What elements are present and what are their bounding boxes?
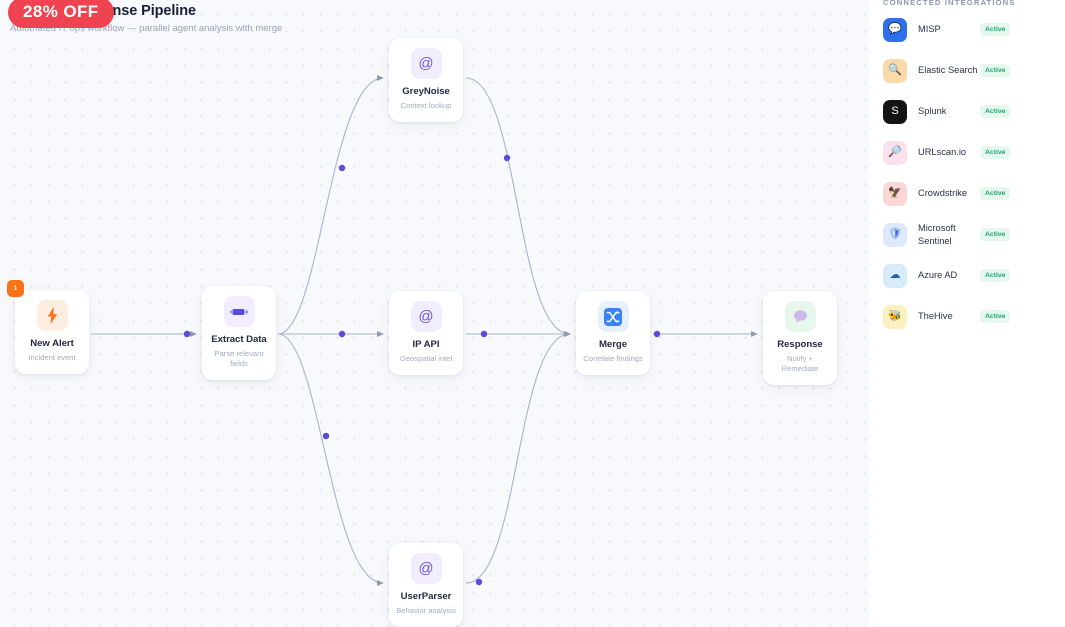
edge-userparser-merge	[465, 330, 571, 584]
status-badge: Active	[980, 146, 1011, 159]
integration-row[interactable]: ☁ Azure AD Active	[881, 255, 1053, 296]
edge-progress-dots	[183, 154, 661, 586]
at-sign-glyph: @	[418, 55, 434, 72]
shuffle-merge-icon	[597, 301, 629, 332]
integration-name: URLscan.io	[918, 147, 967, 158]
integration-name: MISP	[918, 24, 941, 35]
chat-bubble-icon	[784, 301, 816, 332]
integration-logo-glyph: ☁	[889, 269, 901, 281]
node-title: UserParser	[400, 591, 452, 602]
integration-name: Microsoft Sentinel	[918, 223, 956, 246]
node-subtitle: Incident event	[28, 353, 76, 362]
edge-layer	[91, 74, 758, 587]
status-badge: Active	[980, 23, 1011, 36]
integration-logo-glyph: 🦅	[888, 187, 902, 199]
integration-name: Azure AD	[918, 270, 958, 281]
integration-logo-glyph: 🛡	[888, 228, 902, 240]
node-subtitle: Correlate findings	[583, 354, 643, 363]
misp-chat-icon: 💬	[883, 17, 907, 42]
node-subtitle: Behavior analysis	[396, 606, 456, 615]
chat-bubble-glyph	[793, 310, 807, 323]
integration-name: TheHive	[918, 311, 953, 322]
node-subtitle: Geospatial intel	[399, 354, 453, 363]
node-title: GreyNoise	[402, 86, 450, 97]
cloud-icon: ☁	[883, 263, 907, 288]
integration-name: Crowdstrike	[918, 188, 968, 199]
integration-row[interactable]: S Splunk Active	[881, 91, 1053, 132]
magnifier-icon: 🔍	[883, 58, 907, 83]
integration-logo-glyph: 💬	[888, 23, 902, 35]
status-badge: Active	[980, 105, 1011, 118]
at-sign-icon: @	[410, 553, 442, 584]
at-sign-glyph: @	[418, 308, 434, 325]
status-badge: Active	[980, 228, 1011, 241]
integration-logo-glyph: 🐝	[888, 310, 902, 322]
node-subtitle: Parse relevant fields	[214, 349, 264, 368]
node-subtitle: Notify + Remediate	[781, 354, 819, 373]
edge-greynoise-merge	[465, 77, 571, 338]
database-icon	[223, 296, 255, 327]
integration-name: Splunk	[918, 106, 947, 117]
lightning-bolt-icon	[36, 300, 68, 331]
status-badge: Active	[980, 310, 1011, 323]
integration-row[interactable]: 🦅 Crowdstrike Active	[881, 173, 1053, 214]
integration-row[interactable]: 💬 MISP Active	[881, 9, 1053, 50]
node-title: New Alert	[30, 338, 74, 349]
lightning-bolt-glyph	[47, 307, 57, 324]
at-sign-icon: @	[410, 301, 442, 332]
node-title: Extract Data	[211, 334, 267, 345]
bee-icon: 🐝	[883, 304, 907, 329]
splunk-s-icon: S	[883, 99, 907, 124]
edge-extractdata-userparser	[277, 333, 384, 587]
integration-logo-glyph: 🔎	[888, 146, 902, 158]
integration-name: Elastic Search	[918, 65, 978, 76]
node-title: Response	[777, 339, 823, 350]
falcon-bird-icon: 🦅	[883, 181, 907, 206]
database-glyph	[230, 308, 248, 315]
node-subtitle: Context lookup	[400, 101, 452, 110]
status-badge: Active	[980, 269, 1011, 282]
at-sign-icon: @	[410, 48, 442, 79]
integrations-sidebar: CONNECTED INTEGRATIONS 💬 MISP Active 🔍 Elast…	[869, 0, 1065, 627]
at-sign-glyph: @	[418, 560, 434, 577]
integration-logo-glyph: S	[891, 105, 899, 117]
integration-logo-glyph: 🔍	[888, 64, 902, 76]
status-badge: Active	[980, 64, 1011, 77]
promo-discount-badge[interactable]: 28% OFF	[8, 0, 114, 28]
shield-icon: 🛡	[883, 222, 907, 247]
page-subtitle: Automated IT ops workflow — parallel age…	[10, 23, 283, 34]
integration-row[interactable]: 🔎 URLscan.io Active	[881, 132, 1053, 173]
shuffle-merge-glyph	[604, 307, 622, 326]
integration-row[interactable]: 🛡 Microsoft Sentinel Active	[881, 214, 1053, 255]
urlscan-magnifier-icon: 🔎	[883, 140, 907, 165]
integration-row[interactable]: 🐝 TheHive Active	[881, 296, 1053, 337]
node-title: IP API	[412, 339, 440, 350]
node-badge: 1	[7, 280, 24, 297]
workflow-node-ip-api[interactable]: @ IP API Geospatial intel	[389, 291, 463, 375]
node-title: Merge	[598, 339, 627, 350]
sidebar-section-title: CONNECTED INTEGRATIONS	[883, 0, 1016, 7]
edge-extractdata-greynoise	[277, 74, 384, 335]
status-badge: Active	[980, 187, 1011, 200]
